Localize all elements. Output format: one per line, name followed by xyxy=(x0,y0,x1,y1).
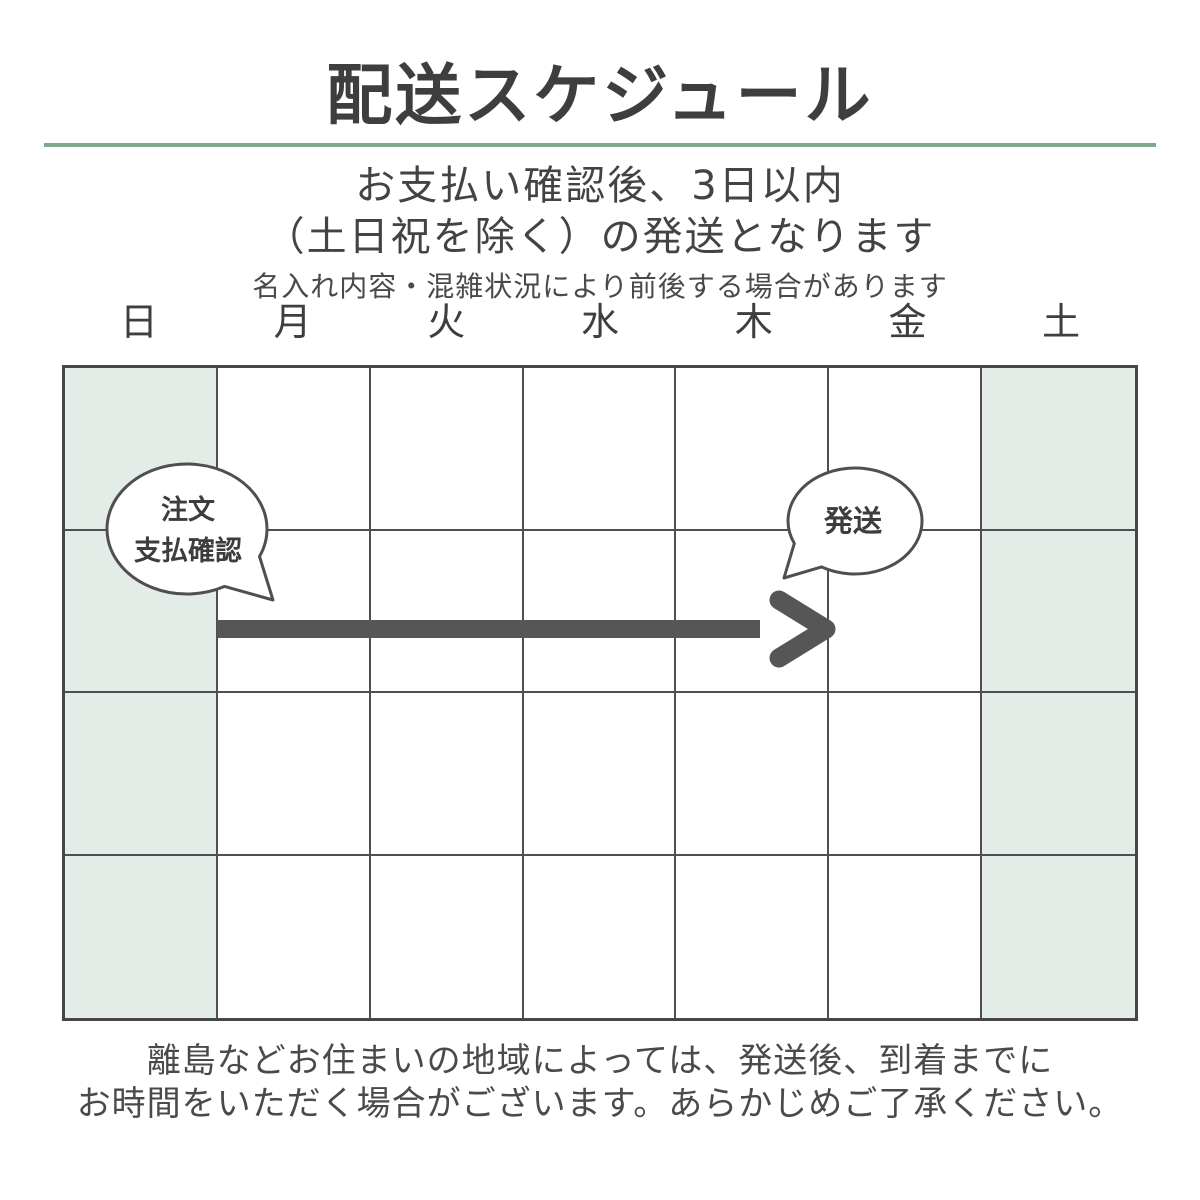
calendar-cell xyxy=(829,368,983,531)
calendar-cell xyxy=(829,693,983,856)
calendar-cell xyxy=(829,855,983,1018)
calendar-cell xyxy=(370,368,524,531)
weekday-label-wednesday: 水 xyxy=(581,300,620,344)
calendar-cell xyxy=(370,693,524,856)
calendar-cell xyxy=(676,368,830,531)
weekday-label-friday: 金 xyxy=(888,300,927,344)
calendar-cell xyxy=(982,693,1135,856)
calendar-cell xyxy=(523,855,677,1018)
footer-note-line2: お時間をいただく場合がございます。あらかじめご了承ください。 xyxy=(76,1084,1124,1124)
calendar-cell xyxy=(370,530,524,693)
weekday-label-saturday: 土 xyxy=(1042,300,1081,344)
calendar-cell xyxy=(370,855,524,1018)
calendar-cell xyxy=(217,530,371,693)
weekday-label-sunday: 日 xyxy=(119,300,158,344)
calendar-cell xyxy=(829,530,983,693)
calendar-cell xyxy=(65,530,218,693)
calendar-cell xyxy=(217,693,371,856)
weekday-label-thursday: 木 xyxy=(734,300,773,344)
calendar-cell xyxy=(982,530,1135,693)
weekday-header-row: 日 月 火 水 木 金 土 xyxy=(62,298,1138,346)
calendar-cell xyxy=(217,368,371,531)
processing-note: 名入れ内容・混雑状況により前後する場合があります xyxy=(252,270,948,303)
calendar-cell xyxy=(523,368,677,531)
calendar-cell xyxy=(65,855,218,1018)
weekday-label-monday: 月 xyxy=(273,300,312,344)
footer-note: 離島などお住まいの地域によっては、発送後、到着までに お時間をいただく場合がござ… xyxy=(0,1040,1200,1126)
title-divider xyxy=(44,143,1156,147)
footer-note-line1: 離島などお住まいの地域によっては、発送後、到着までに xyxy=(146,1041,1054,1081)
page-title: 配送スケジュール xyxy=(326,57,874,134)
calendar-cell xyxy=(65,368,218,531)
calendar-grid xyxy=(62,365,1138,1021)
subtitle-line1: お支払い確認後、3日以内 xyxy=(355,163,845,209)
weekday-label-tuesday: 火 xyxy=(427,300,466,344)
calendar-cell xyxy=(982,855,1135,1018)
calendar-cell xyxy=(676,855,830,1018)
calendar-cell xyxy=(676,693,830,856)
calendar-cell xyxy=(523,693,677,856)
calendar-cell xyxy=(217,855,371,1018)
calendar-cell xyxy=(523,530,677,693)
calendar-cell xyxy=(65,693,218,856)
calendar-cell xyxy=(676,530,830,693)
calendar-cell xyxy=(982,368,1135,531)
subtitle-line2: （土日祝を除く）の発送となります xyxy=(264,214,936,260)
